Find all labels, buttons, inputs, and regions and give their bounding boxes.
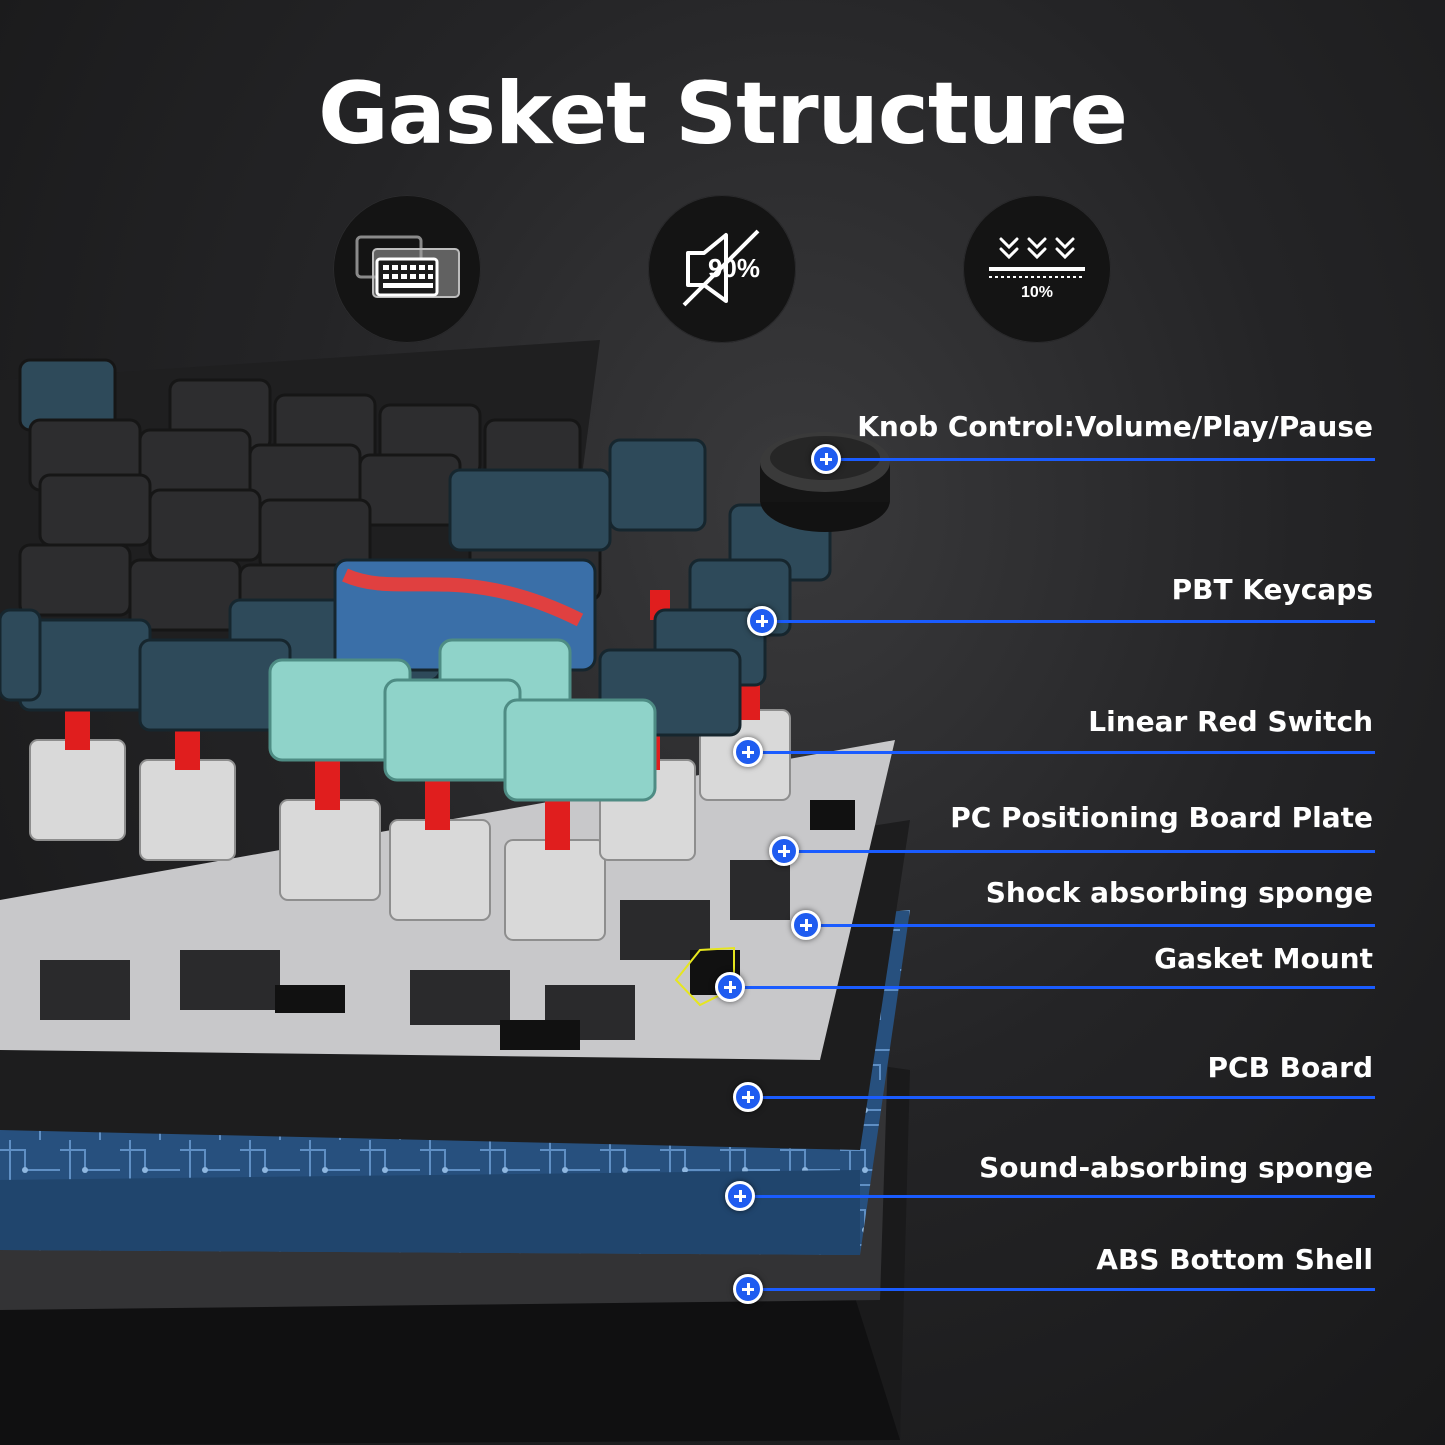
sound-mute-icon: 90%: [682, 229, 760, 307]
feature-badge-layers: [333, 195, 481, 343]
linear-red-switches: [29, 590, 791, 941]
volume-knob: [760, 432, 890, 532]
feature-badge-noise: 90%: [648, 195, 796, 343]
compression-icon: 10%: [989, 237, 1085, 301]
keyboard-exploded-view: [0, 340, 910, 1445]
page-title: Gasket Structure: [318, 64, 1128, 164]
pbt-keycaps: [0, 340, 832, 802]
keyboard-layers-icon: [355, 235, 460, 298]
svg-text:10%: 10%: [1021, 284, 1053, 301]
feature-badge-compression: 10%: [963, 195, 1111, 343]
svg-text:90%: 90%: [708, 253, 760, 283]
